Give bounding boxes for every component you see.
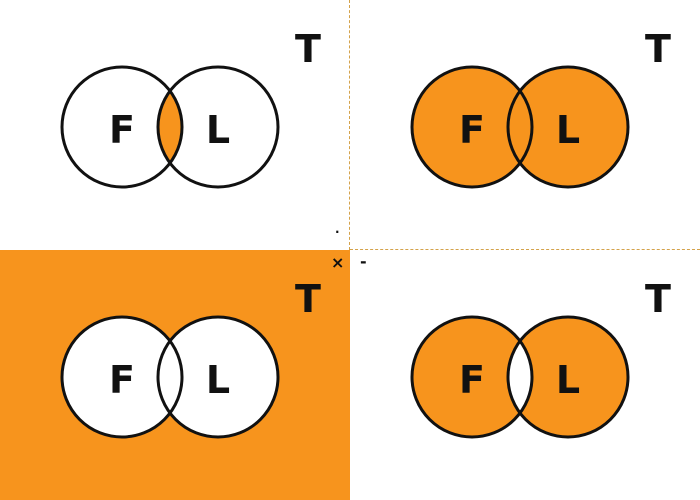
intersection-region [508,91,532,163]
intersection-region [508,341,532,413]
circle-l-outline [506,65,630,189]
intersection-region [158,91,183,163]
circle-f-outline [60,65,184,189]
set-l-label: L [206,358,230,402]
left-only-region [61,317,170,437]
times-operator: × [331,253,345,272]
set-f-label: F [459,108,485,152]
left-only-region [412,317,520,437]
venn-svg-intersection: T F L [0,0,350,250]
circle-f-outline [410,65,534,189]
horizontal-divider [350,249,700,250]
venn-svg-complement-of-union: T F L [0,250,350,500]
venn-panel-union: T F L [350,0,700,250]
right-only-region [520,317,628,437]
right-only-region [170,67,279,188]
venn-svg-union: T F L [350,0,700,250]
set-l-label: L [556,358,580,402]
set-f-label: F [109,358,135,402]
universe-label: T [645,27,671,71]
venn-panel-intersection: T F L [0,0,350,250]
universe-label: T [295,27,321,71]
left-only-region [412,67,520,188]
set-l-label: L [556,108,580,152]
circle-l-outline [156,315,280,439]
universe-label: T [295,277,321,321]
right-only-region [520,67,628,188]
vertical-divider [349,0,350,250]
venn-svg-symmetric-difference: T F L [350,250,700,500]
circle-f-outline [60,315,184,439]
dot-operator: · [335,225,340,239]
universe-label: T [645,277,671,321]
minus-operator: - [360,252,367,271]
venn-panel-complement-of-union: T F L [0,250,350,500]
circle-f-outline [410,315,534,439]
right-only-region [170,317,279,437]
set-f-label: F [109,108,135,152]
intersection-region [158,341,183,413]
venn-panel-symmetric-difference: T F L [350,250,700,500]
set-l-label: L [206,108,230,152]
circle-l-outline [156,65,280,189]
set-f-label: F [459,358,485,402]
circle-l-outline [506,315,630,439]
left-only-region [61,67,170,188]
